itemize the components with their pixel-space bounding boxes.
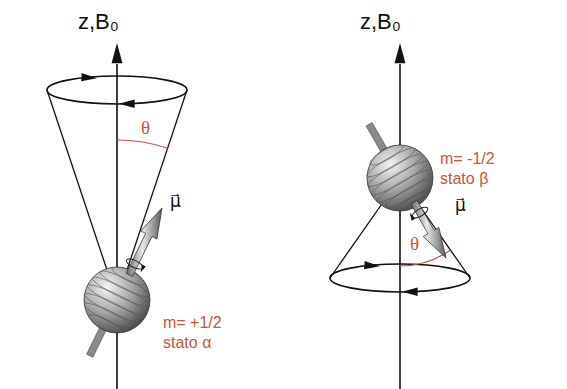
arrow-head: [112, 43, 123, 63]
angle-label: θ: [141, 118, 150, 139]
state-label: stato β: [440, 170, 488, 188]
arrow-head: [402, 288, 418, 296]
state-label: stato α: [163, 334, 211, 352]
angle-label: θ: [410, 234, 419, 255]
quantum-number: m= -1/2: [440, 150, 495, 168]
theta-arc: [117, 140, 168, 148]
beta-figure: [330, 43, 470, 389]
spin-rotation: [410, 205, 429, 220]
arrow-head: [140, 265, 145, 273]
sphere-stripes: [365, 141, 436, 215]
magnetic-moment-arrow: [411, 201, 446, 258]
precession-cone-rim: [330, 264, 470, 292]
arrow-head: [119, 100, 135, 108]
z-axis: [116, 64, 118, 389]
arrow-head: [395, 43, 406, 63]
arrow-head: [364, 261, 380, 269]
vector-label: μ⃗: [455, 196, 466, 215]
quantum-number: m= +1/2: [163, 314, 222, 332]
axis-label: z,B₀: [78, 10, 119, 34]
sphere-stripes: [82, 263, 152, 337]
precession-cone-rim: [47, 76, 187, 104]
z-axis: [399, 64, 401, 389]
arrow-head: [410, 213, 416, 221]
vector-label: μ⃗: [170, 192, 181, 211]
arrow-head: [81, 73, 97, 81]
axis-label: z,B₀: [360, 10, 401, 34]
